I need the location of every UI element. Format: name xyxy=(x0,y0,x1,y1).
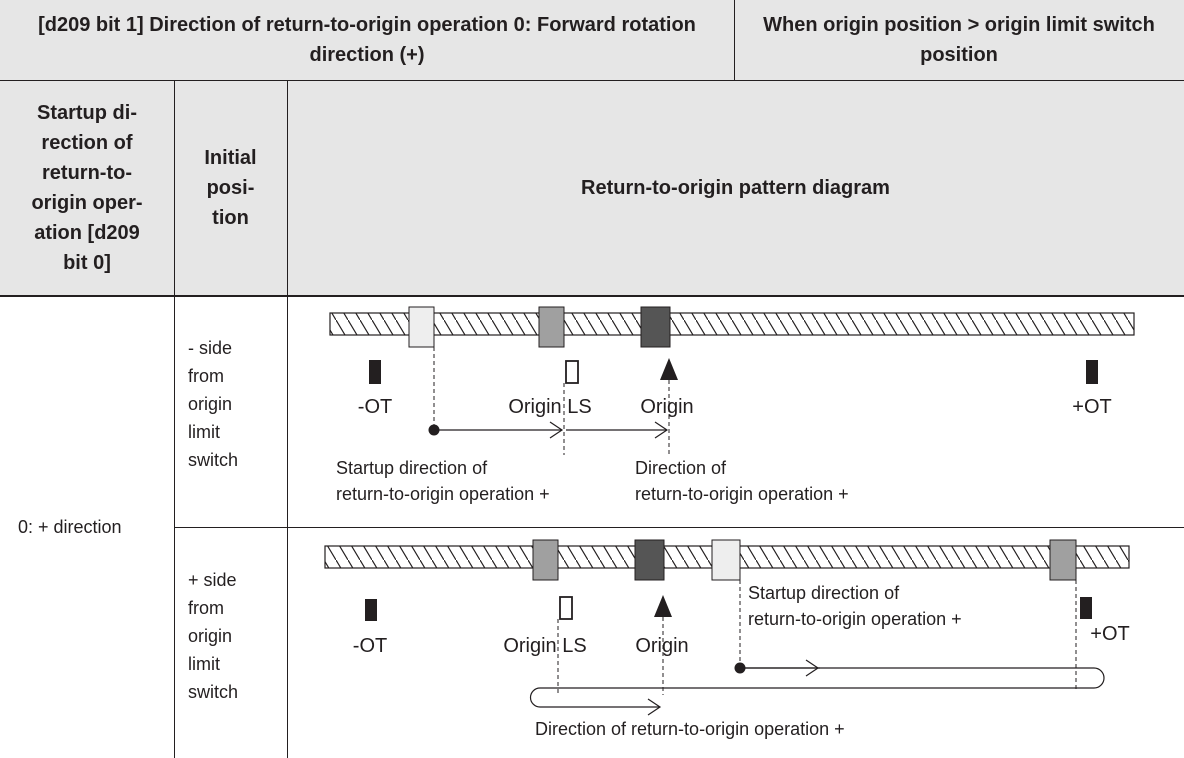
origin-ls-marker-2 xyxy=(559,596,573,620)
minus-ot-label-1: -OT xyxy=(358,396,392,418)
row2-initial-position: + side from origin limit switch xyxy=(188,570,239,702)
column-header-pattern-diagram-text: Return-to-origin pattern diagram xyxy=(581,177,890,199)
column-header-startup-direction: Startup di- rection of return-to- origin… xyxy=(0,80,174,296)
origin-block-2 xyxy=(634,539,665,581)
header-bottom-line xyxy=(0,295,1184,297)
origin-ls-marker-1 xyxy=(565,360,579,384)
origin-marker-2 xyxy=(654,595,672,617)
plus-ot-reverse-block-2 xyxy=(1049,539,1077,581)
reverse-path-2 xyxy=(540,667,1105,689)
row-divider xyxy=(174,527,1184,528)
return-direction-caption-1a: Direction of xyxy=(635,458,727,478)
column-header-initial-position: Initial posi- tion xyxy=(174,80,287,296)
startup-arrowhead-1 xyxy=(549,421,564,439)
return-arrowhead-2 xyxy=(647,698,662,716)
origin-label-1: Origin xyxy=(640,396,693,418)
startup-direction-caption-1b: return-to-origin operation + xyxy=(336,484,550,504)
startup-direction-caption-2a: Startup direction of xyxy=(748,583,900,603)
origin-ls-block-2 xyxy=(532,539,559,581)
header-divider-line xyxy=(0,80,1184,81)
reverse-return-path-2 xyxy=(529,687,659,708)
origin-ls-block-1 xyxy=(538,306,565,348)
minus-ot-marker-2 xyxy=(365,599,377,621)
start-position-block-1 xyxy=(408,306,435,348)
column-header-pattern-diagram: Return-to-origin pattern diagram xyxy=(287,80,1184,296)
column-divider-1 xyxy=(174,80,175,758)
row1-initial-position: - side from origin limit switch xyxy=(188,338,239,470)
origin-marker-1 xyxy=(660,358,678,380)
startup-direction-label: 0: + direction xyxy=(18,517,122,537)
column-header-startup-direction-text: Startup di- rection of return-to- origin… xyxy=(31,102,143,274)
header-top-divider xyxy=(734,0,735,80)
condition-header-left-text: [d209 bit 1] Direction of return-to-orig… xyxy=(38,14,696,66)
condition-header-left: [d209 bit 1] Direction of return-to-orig… xyxy=(0,0,734,80)
return-arrowhead-1 xyxy=(654,421,669,439)
plus-ot-label-1: +OT xyxy=(1072,396,1111,418)
minus-ot-label-2: -OT xyxy=(353,635,387,657)
startup-direction-caption-2b: return-to-origin operation + xyxy=(748,609,962,629)
plus-ot-marker-1 xyxy=(1086,360,1098,384)
condition-header-right-text: When origin position > origin limit swit… xyxy=(763,14,1155,66)
origin-ls-label-1: Origin LS xyxy=(508,396,591,418)
origin-block-1 xyxy=(640,306,671,348)
condition-header-right: When origin position > origin limit swit… xyxy=(734,0,1184,80)
return-direction-caption-1b: return-to-origin operation + xyxy=(635,484,849,504)
column-header-initial-position-text: Initial posi- tion xyxy=(204,147,257,229)
return-direction-caption-2: Direction of return-to-origin operation … xyxy=(535,719,845,739)
minus-ot-marker-1 xyxy=(369,360,381,384)
startup-direction-caption-1a: Startup direction of xyxy=(336,458,488,478)
start-position-block-2 xyxy=(711,539,741,581)
origin-ls-label-2: Origin LS xyxy=(503,635,586,657)
plus-ot-marker-2 xyxy=(1080,597,1092,619)
origin-label-2: Origin xyxy=(635,635,688,657)
plus-ot-label-2: +OT xyxy=(1090,623,1129,645)
column-divider-2 xyxy=(287,80,288,758)
ball-screw-shaft-1 xyxy=(329,312,1135,336)
